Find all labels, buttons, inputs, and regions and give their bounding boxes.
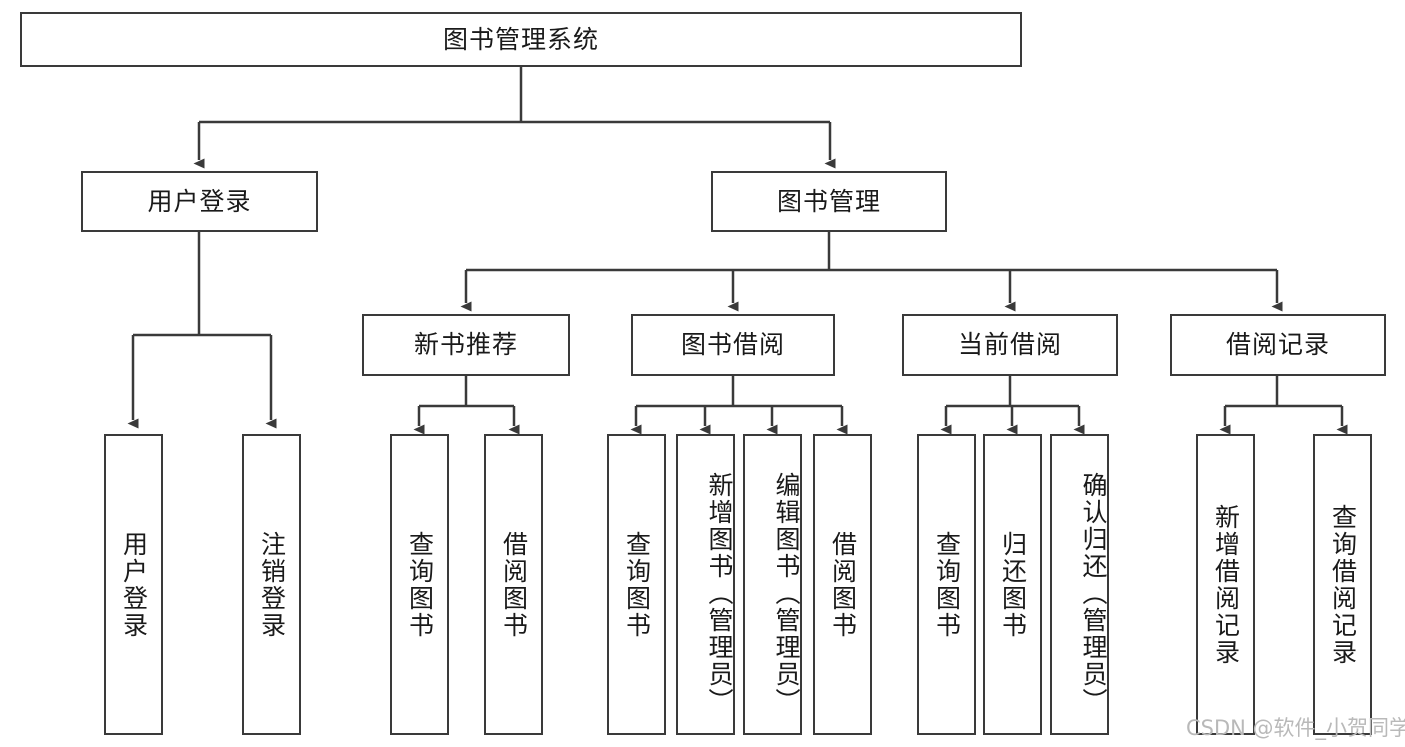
node-leaf-borrow-book-2-label: 借阅图书	[828, 530, 858, 639]
node-leaf-query-book-1[interactable]: 查询图书	[390, 434, 449, 735]
node-leaf-user-logout[interactable]: 注销登录	[242, 434, 301, 735]
node-leaf-edit-book-label: 编辑图书（管理员）	[772, 472, 801, 715]
node-leaf-query-book-3[interactable]: 查询图书	[917, 434, 976, 735]
node-leaf-borrow-book-1[interactable]: 借阅图书	[484, 434, 543, 735]
node-leaf-return-book[interactable]: 归还图书	[983, 434, 1042, 735]
node-leaf-add-record[interactable]: 新增借阅记录	[1196, 434, 1255, 735]
node-book-borrow[interactable]: 图书借阅	[631, 314, 835, 376]
node-book-manage[interactable]: 图书管理	[711, 171, 947, 232]
node-leaf-query-record[interactable]: 查询借阅记录	[1313, 434, 1372, 735]
node-book-borrow-label: 图书借阅	[680, 330, 785, 360]
node-leaf-query-book-1-label: 查询图书	[405, 530, 435, 639]
node-leaf-add-record-label: 新增借阅记录	[1211, 503, 1241, 666]
node-leaf-query-book-2[interactable]: 查询图书	[607, 434, 666, 735]
node-leaf-return-book-label: 归还图书	[998, 530, 1028, 639]
node-leaf-confirm-return[interactable]: 确认归还（管理员）	[1050, 434, 1109, 735]
node-leaf-query-book-3-label: 查询图书	[932, 530, 962, 639]
node-leaf-confirm-return-label: 确认归还（管理员）	[1079, 472, 1108, 715]
node-leaf-borrow-book-2[interactable]: 借阅图书	[813, 434, 872, 735]
node-leaf-borrow-book-1-label: 借阅图书	[499, 530, 529, 639]
node-leaf-user-logout-label: 注销登录	[257, 530, 287, 639]
node-leaf-user-login-label: 用户登录	[119, 530, 149, 639]
csdn-watermark: CSDN @软件_小贺同学	[1186, 716, 1405, 740]
node-leaf-query-record-label: 查询借阅记录	[1328, 503, 1358, 666]
node-current-borrow[interactable]: 当前借阅	[902, 314, 1118, 376]
node-current-borrow-label: 当前借阅	[957, 330, 1062, 360]
node-book-manage-label: 图书管理	[776, 186, 881, 216]
node-leaf-add-book[interactable]: 新增图书（管理员）	[676, 434, 735, 735]
node-root[interactable]: 图书管理系统	[20, 12, 1022, 67]
node-leaf-add-book-label: 新增图书（管理员）	[705, 472, 734, 715]
node-user-login-label: 用户登录	[147, 186, 252, 216]
node-leaf-user-login[interactable]: 用户登录	[104, 434, 163, 735]
node-borrow-record-label: 借阅记录	[1225, 330, 1330, 360]
node-root-label: 图书管理系统	[442, 24, 599, 54]
node-leaf-query-book-2-label: 查询图书	[622, 530, 652, 639]
node-leaf-edit-book[interactable]: 编辑图书（管理员）	[743, 434, 802, 735]
node-borrow-record[interactable]: 借阅记录	[1170, 314, 1386, 376]
node-new-book-recommend-label: 新书推荐	[413, 330, 518, 360]
node-new-book-recommend[interactable]: 新书推荐	[362, 314, 570, 376]
node-user-login[interactable]: 用户登录	[81, 171, 318, 232]
